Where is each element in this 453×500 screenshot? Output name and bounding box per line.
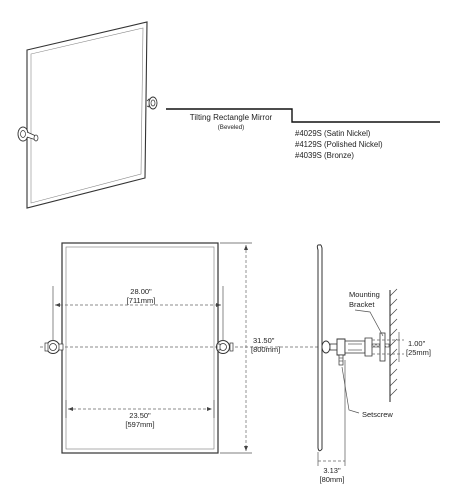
mounting-bracket bbox=[336, 332, 390, 362]
mounting-bracket-label-2: Bracket bbox=[349, 300, 375, 309]
mirror-side-profile bbox=[316, 244, 323, 452]
left-bracket-front bbox=[44, 340, 64, 354]
mirror-bevel-edge bbox=[65, 246, 215, 450]
side-view bbox=[316, 244, 404, 466]
setscrew bbox=[338, 354, 344, 366]
right-bracket-front bbox=[216, 340, 234, 354]
bracket-leader bbox=[354, 309, 384, 337]
perspective-view bbox=[17, 21, 440, 209]
depth-mm: [80mm] bbox=[319, 475, 344, 484]
model-satin-nickel: #4029S (Satin Nickel) bbox=[295, 129, 371, 138]
bottom-width-inches: 23.50" bbox=[129, 411, 151, 420]
pivot-knob bbox=[321, 340, 331, 354]
mounting-bracket-label-1: Mounting bbox=[349, 290, 380, 299]
wall-offset-inches: 1.00" bbox=[408, 339, 426, 348]
bottom-width-mm: [597mm] bbox=[125, 420, 154, 429]
model-polished-nickel: #4129S (Polished Nickel) bbox=[295, 140, 383, 149]
top-width-mm: [711mm] bbox=[127, 296, 156, 305]
right-bracket-perspective bbox=[146, 96, 158, 110]
model-bronze: #4039S (Bronze) bbox=[295, 151, 354, 160]
setscrew-leader bbox=[341, 366, 360, 414]
height-mm: [800mm] bbox=[251, 345, 280, 354]
front-view bbox=[40, 242, 336, 454]
depth-inches: 3.13" bbox=[323, 466, 341, 475]
top-width-inches: 28.00" bbox=[130, 287, 152, 296]
product-subtitle: (Beveled) bbox=[218, 124, 244, 131]
left-bracket-perspective bbox=[17, 126, 39, 142]
wall-hatching bbox=[389, 288, 398, 397]
wall-offset-mm: [25mm] bbox=[406, 348, 431, 357]
height-inches: 31.50" bbox=[253, 336, 275, 345]
setscrew-label: Setscrew bbox=[362, 410, 393, 419]
product-title: Tilting Rectangle Mirror bbox=[190, 113, 273, 122]
title-leader-line bbox=[166, 108, 440, 123]
